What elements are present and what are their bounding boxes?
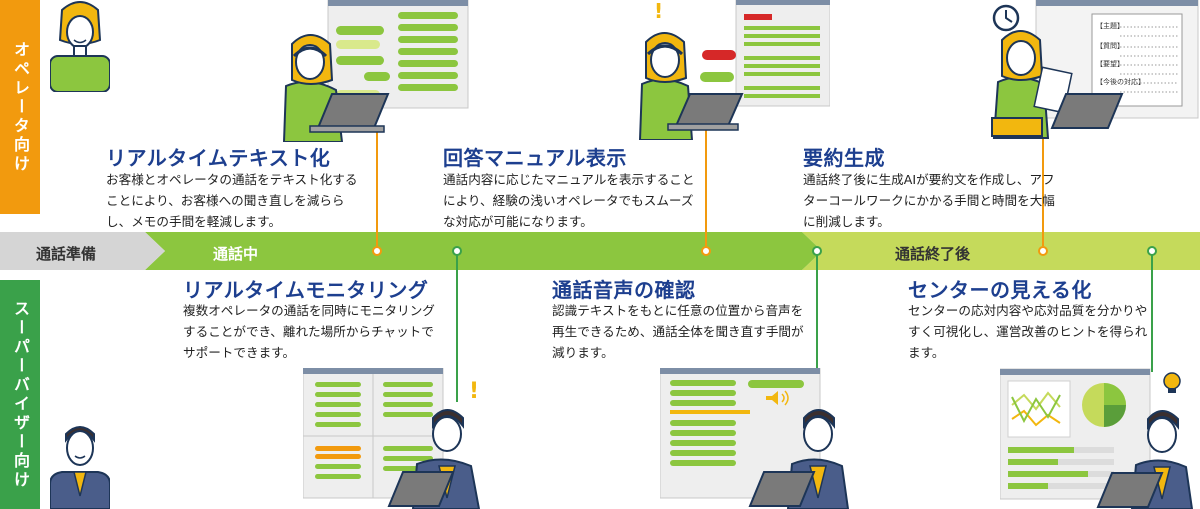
supervisor-avatar-icon (50, 426, 110, 509)
connector-line-supervisor-1 (456, 252, 458, 402)
summary-doc-label-4: 【今後の対応】 (1096, 77, 1145, 86)
operator-avatar-icon (50, 1, 110, 92)
speaker-icon (766, 391, 778, 405)
connector-line-supervisor-2 (816, 252, 818, 402)
summary-doc-label-3: 【要望】 (1096, 59, 1124, 68)
phase-before-label: 通話準備 (36, 245, 97, 263)
supervisor-audio-check-illustration (660, 368, 850, 509)
phase-before-segment (0, 232, 165, 270)
svg-text:!: ! (654, 0, 663, 23)
feature-title-realtime-text: リアルタイムテキスト化 (106, 146, 331, 170)
timeline-band (0, 232, 1200, 270)
feature-title-monitoring: リアルタイムモニタリング (183, 278, 429, 302)
timeline-dot-operator-2 (701, 246, 711, 256)
feature-desc-answer-manual: 通話内容に応じたマニュアルを表示することにより、経験の浅いオペレータでもスムーズ… (443, 172, 695, 229)
timeline-dot-operator-1 (372, 246, 382, 256)
lightbulb-icon (1163, 372, 1181, 390)
feature-desc-monitoring: 複数オペレータの通話を同時にモニタリングすることができ、離れた場所からチャットで… (183, 303, 435, 360)
phase-after-label: 通話終了後 (895, 245, 971, 263)
feature-desc-realtime-text: お客様とオペレータの通話をテキスト化することにより、お客様への聞き直しを減ららし… (106, 172, 358, 229)
operator-role-text: オペレータ向け (11, 40, 30, 174)
phase-during-segment (145, 232, 822, 270)
feature-title-visualization: センターの見える化 (908, 278, 1092, 302)
timeline-dot-supervisor-2 (812, 246, 822, 256)
feature-title-summary: 要約生成 (803, 146, 885, 170)
connector-line-operator-3 (1042, 130, 1044, 246)
connector-line-supervisor-3 (1151, 252, 1153, 372)
timeline-dot-supervisor-3 (1147, 246, 1157, 256)
supervisor-visualization-illustration (1000, 368, 1194, 509)
operator-summary-illustration: 【主題】 【質問】 【要望】 【今後の対応】 (991, 0, 1199, 139)
connector-line-operator-2 (705, 96, 707, 246)
feature-title-audio-check: 通話音声の確認 (552, 278, 696, 302)
summary-doc-label-1: 【主題】 (1096, 21, 1124, 30)
operator-answer-manual-illustration: ! (638, 0, 830, 140)
supervisor-role-label: スーパーバイザー向け (0, 280, 40, 509)
connector-line-operator-1 (376, 128, 378, 246)
supervisor-monitoring-illustration: ! (303, 368, 481, 509)
phase-after-segment (802, 232, 1200, 270)
feature-desc-summary: 通話終了後に生成AIが要約文を作成し、アフターコールワークにかかる手間と時間を大… (803, 172, 1055, 229)
operator-role-label: オペレータ向け (0, 0, 40, 214)
supervisor-role-text: スーパーバイザー向け (11, 299, 30, 490)
timeline-dot-operator-3 (1038, 246, 1048, 256)
summary-doc-label-2: 【質問】 (1096, 41, 1124, 50)
phase-during-label: 通話中 (213, 245, 259, 263)
timeline-dot-supervisor-1 (452, 246, 462, 256)
feature-title-answer-manual: 回答マニュアル表示 (443, 146, 627, 170)
feature-desc-visualization: センターの応対内容や応対品質を分かりやすく可視化し、運営改善のヒントを得られます… (908, 303, 1148, 360)
feature-desc-audio-check: 認識テキストをもとに任意の位置から音声を再生できるため、通話全体を聞き直す手間が… (552, 303, 804, 360)
svg-text:!: ! (469, 379, 479, 404)
operator-realtime-text-illustration (282, 0, 469, 142)
